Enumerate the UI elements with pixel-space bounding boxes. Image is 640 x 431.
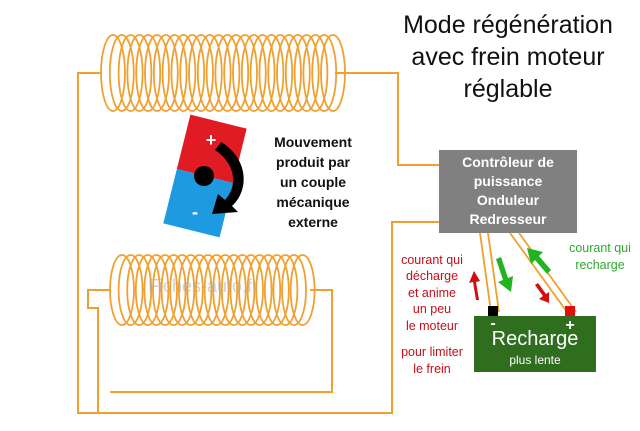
mouvement-line-2: produit par bbox=[276, 154, 350, 170]
battery-plus-sign: + bbox=[565, 317, 575, 334]
magnet-plus-sign: + bbox=[205, 130, 217, 150]
rotation-arrow-icon bbox=[212, 142, 244, 214]
coil-turn bbox=[272, 254, 299, 326]
coil-turn bbox=[100, 34, 126, 112]
coil-turn bbox=[284, 34, 311, 112]
battery-sublabel: plus lente bbox=[509, 353, 561, 367]
discharge-note-line-1: courant qui bbox=[401, 253, 463, 267]
coil-turn bbox=[246, 254, 273, 326]
coil-turn bbox=[255, 254, 282, 326]
discharge-arrow-down-icon bbox=[535, 283, 549, 303]
title-line-3: réglable bbox=[463, 75, 553, 103]
discharge-note-line-4: un peu bbox=[412, 302, 452, 316]
controller-line-3: Onduleur bbox=[476, 192, 540, 208]
controller-line-4: Redresseur bbox=[469, 211, 547, 227]
lower-coil bbox=[109, 254, 316, 326]
upper-coil-right-wire bbox=[335, 72, 440, 166]
coil-turn bbox=[170, 34, 197, 112]
coil-turn bbox=[258, 34, 285, 112]
coil-turn bbox=[108, 34, 135, 112]
coil-turn bbox=[177, 254, 204, 326]
coil-turn bbox=[117, 254, 144, 326]
coil-turn bbox=[311, 34, 338, 112]
discharge-note-line-3: et anime bbox=[408, 286, 456, 300]
coil-turn bbox=[195, 254, 221, 326]
magnet-minus-sign: - bbox=[192, 202, 198, 222]
coil-turn bbox=[214, 34, 241, 112]
title-line-2: avec frein moteur bbox=[411, 43, 605, 71]
coil-turn bbox=[179, 34, 206, 112]
coil-turn bbox=[281, 254, 307, 326]
coil-turn bbox=[203, 254, 230, 326]
coil-turn bbox=[223, 34, 250, 112]
coil-turn bbox=[188, 34, 214, 112]
coil-turn bbox=[205, 34, 232, 112]
coil-turn bbox=[152, 34, 179, 112]
recharge-note-line-1: courant qui bbox=[569, 241, 631, 255]
battery-label: Recharge bbox=[491, 328, 579, 350]
coil-turn bbox=[302, 34, 329, 112]
controller-box bbox=[439, 150, 577, 233]
mouvement-line-3: un couple bbox=[279, 174, 347, 190]
coil-turn bbox=[267, 34, 294, 112]
coil-turn bbox=[161, 34, 188, 112]
coil-turn bbox=[160, 254, 187, 326]
mouvement-line-5: externe bbox=[288, 214, 338, 230]
battery-body bbox=[474, 316, 596, 372]
upper-coil bbox=[100, 34, 346, 112]
controller-line-1: Contrôleur de bbox=[462, 154, 554, 170]
controller-line-2: puissance bbox=[473, 173, 543, 189]
coil-turn bbox=[126, 34, 153, 112]
rotor-magnet bbox=[163, 114, 247, 238]
title-line-1: Mode régénération bbox=[403, 11, 613, 39]
discharge-arrow-up-icon bbox=[469, 271, 480, 300]
lower-coil-wire-loop bbox=[87, 289, 110, 413]
coil-turn bbox=[220, 254, 247, 326]
battery-minus-terminal bbox=[488, 306, 498, 316]
coil-turn bbox=[212, 254, 239, 326]
coil-turn bbox=[186, 254, 213, 326]
discharge-wire bbox=[479, 232, 500, 313]
rotor-axis bbox=[194, 166, 214, 186]
mouvement-line-4: mécanique bbox=[276, 194, 350, 210]
coil-turn bbox=[249, 34, 276, 112]
coil-turn bbox=[126, 254, 153, 326]
recharge-arrow-down-icon bbox=[496, 257, 513, 292]
lower-coil-right-wire bbox=[110, 289, 333, 393]
coil-turn bbox=[293, 34, 320, 112]
coil-turn bbox=[152, 254, 178, 326]
coil-turn bbox=[232, 34, 258, 112]
coil-turn bbox=[196, 34, 223, 112]
watermark: Fiches-auto.fr bbox=[148, 276, 259, 296]
discharge-note-line-6: pour limiter bbox=[401, 345, 463, 359]
discharge-note-line-2: décharge bbox=[405, 269, 459, 283]
coil-turn bbox=[169, 254, 196, 326]
coil-turn bbox=[276, 34, 302, 112]
coil-turn bbox=[134, 254, 161, 326]
coil-turn bbox=[143, 254, 170, 326]
recharge-arrow-up-icon bbox=[527, 248, 551, 274]
recharge-note-line-2: recharge bbox=[575, 258, 625, 272]
discharge-note-line-7: le frein bbox=[413, 362, 451, 376]
upper-coil-wire-loop bbox=[77, 72, 440, 414]
coil-turn bbox=[135, 34, 162, 112]
coil-turn bbox=[117, 34, 144, 112]
coil-turn bbox=[144, 34, 170, 112]
coil-turn bbox=[320, 34, 346, 112]
coil-turn bbox=[289, 254, 316, 326]
battery-plus-terminal bbox=[565, 306, 575, 316]
coil-turn bbox=[238, 254, 264, 326]
coil-turn bbox=[109, 254, 135, 326]
coil-turn bbox=[240, 34, 267, 112]
coil-turn bbox=[263, 254, 290, 326]
discharge-note-line-5: le moteur bbox=[405, 319, 459, 333]
coil-turn bbox=[229, 254, 256, 326]
mouvement-line-1: Mouvement bbox=[274, 134, 352, 150]
battery-minus-sign: - bbox=[490, 315, 496, 332]
